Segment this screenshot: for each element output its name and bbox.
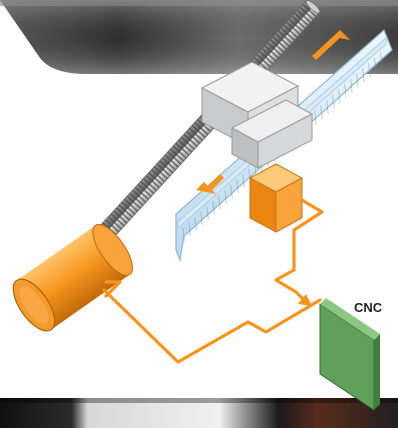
servo-motor <box>12 223 133 332</box>
cnc-label: CNC <box>354 300 383 315</box>
bottom-photo-band <box>0 398 398 428</box>
cnc-controller <box>319 298 380 411</box>
signal-lines <box>102 198 324 364</box>
arrow-icon <box>196 26 350 194</box>
carriage-block <box>200 61 314 169</box>
read-head <box>248 163 304 233</box>
